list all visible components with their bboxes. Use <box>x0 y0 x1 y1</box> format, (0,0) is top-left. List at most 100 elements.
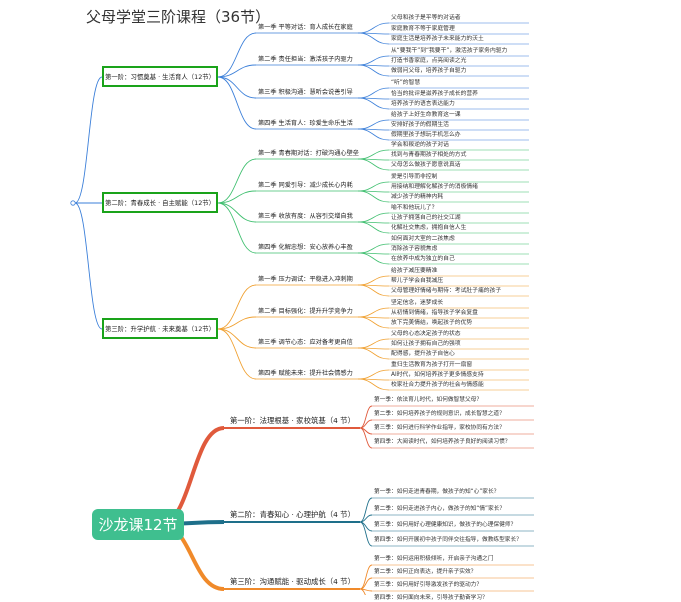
season-node: 第三季 积极沟通：慧听会说善引导 <box>258 89 353 96</box>
lesson-item: 让孩子拥落自己的社交江湖 <box>391 214 461 221</box>
lesson-item: 假期里孩子想玩手机怎么办 <box>391 131 461 138</box>
stage-to-season-connector <box>217 158 257 204</box>
root-to-stage-connector <box>74 76 103 204</box>
lesson-item: 用接纳和理解化解孩子的消极情绪 <box>391 183 478 190</box>
lesson-item: 放下完美情结，唤起孩子的优势 <box>391 319 473 326</box>
lesson-item: 给孩子上好生命教育这一课 <box>391 111 461 118</box>
salon-lesson-item: 第一季：如何运用积极倾听，开启亲子沟通之门 <box>374 556 494 562</box>
season-node: 第四季 赋能未来：提升社会情感力 <box>258 370 353 377</box>
lesson-item: 减少孩子的精神内耗 <box>391 193 444 200</box>
lesson-item: “听”的智慧 <box>391 79 421 86</box>
salon-stage-to-item-connector <box>359 564 373 590</box>
season-to-item-connector <box>357 87 390 99</box>
season-to-item-connector <box>357 243 390 254</box>
salon-lesson-item: 第四季：如何开展初中孩子同伴交往指导，做教练型家长？ <box>374 537 522 543</box>
lesson-item: 打造书香家庭，点亮阅读之光 <box>391 57 467 64</box>
season-to-item-connector <box>357 181 390 192</box>
lesson-item: AI时代，如何培养孩子更多情感支持 <box>391 371 484 378</box>
stage-to-season-connector <box>217 284 257 330</box>
lesson-item: 培养孩子的语言表达能力 <box>391 100 455 107</box>
lesson-item: 化解社交焦虑，拥抱自信人生 <box>391 224 467 231</box>
season-node: 第二季 同爱引导：减少成长心内耗 <box>258 182 353 189</box>
lesson-item: 坚定信念，迷梦成长 <box>391 299 444 306</box>
salon-lesson-item: 第一季：如何走进青春期，做孩子的知“心”家长？ <box>374 489 500 495</box>
salon-stage-node: 第三阶：沟通赋能 · 驱动成长（4 节） <box>230 577 355 586</box>
lesson-item: 家庭生活是培养孩子未来能力的沃土 <box>391 35 484 42</box>
lesson-item: 校家社合力提升孩子的社会与情感能 <box>391 381 484 388</box>
stage-to-season-connector <box>217 76 257 130</box>
salon-lesson-item: 第三季：如何进行科学作业指导，家校协同有方法？ <box>374 425 505 431</box>
salon-stage-to-item-connector <box>359 588 366 595</box>
lesson-item: 重归生活教育为孩子打开一扇窗 <box>391 361 473 368</box>
lesson-item: 喻不和他玩儿了？ <box>391 204 438 211</box>
lesson-item: 从初情到情绪，指导孩子学会复盘 <box>391 309 478 316</box>
salon-lesson-item: 第三季：如何用好心理健康知识，做孩子的心理保健师？ <box>374 522 517 528</box>
stage-to-season-connector <box>217 64 257 78</box>
season-to-item-connector <box>357 307 390 318</box>
lesson-item: 恰当的批评是滋养孩子成长的营养 <box>391 90 478 97</box>
salon-lesson-item: 第一季：依法育儿时代，如何做智慧父母？ <box>374 397 483 403</box>
season-node: 第三季 调节心态：应对备考更自信 <box>258 339 353 346</box>
season-to-item-connector <box>357 212 390 223</box>
page-title: 父母学堂三阶课程（36节） <box>86 8 271 26</box>
lesson-item: 父母和孩子是平等的对话者 <box>391 14 461 21</box>
season-to-item-connector <box>357 64 390 77</box>
season-to-item-connector <box>357 97 390 110</box>
lesson-item: 家庭教育不等于家庭管理 <box>391 25 455 32</box>
salon-stage-to-item-connector <box>359 427 373 449</box>
lesson-item: 做弱问父母，培养孩子自驱力 <box>391 67 467 74</box>
season-to-item-connector <box>357 369 390 380</box>
season-to-item-connector <box>357 149 390 160</box>
season-to-item-connector <box>357 378 390 391</box>
stage-node: 第三阶：升学护航 · 未来奠基（12节） <box>102 318 218 339</box>
season-node: 第四季 化解忠想：安心放养心丰盈 <box>258 244 353 251</box>
stage-to-season-connector <box>217 202 257 254</box>
lesson-item: 爱是引导而非控制 <box>391 173 438 180</box>
stage-to-season-connector <box>217 316 257 330</box>
season-node: 第四季 生活育人：珍爱生命乐生活 <box>258 120 353 127</box>
season-to-item-connector <box>357 119 390 130</box>
salon-stage-node: 第一阶：法理根基 · 家校筑基（4 节） <box>230 416 355 425</box>
season-node: 第三季 收放有度：从容引交增自我 <box>258 213 353 220</box>
lesson-item: 从“要我干”到“我要干”，激活孩子家务内驱力 <box>391 47 508 54</box>
stage-to-season-connector <box>217 328 257 349</box>
lesson-item: 如何面对大室的二孩焦虑 <box>391 235 455 242</box>
stage-to-season-connector <box>217 32 257 78</box>
lesson-item: 如何让孩子拥有自己的强项 <box>391 340 461 347</box>
salon-lesson-item: 第三季：如何用好引导激发孩子的驱动力？ <box>374 582 483 588</box>
lesson-item: 父母管理好情绪与期待：考试肚子痛的孩子 <box>391 287 502 294</box>
stage-to-season-connector <box>217 202 257 223</box>
season-to-item-connector <box>357 338 390 349</box>
lesson-item: 学会和叛逆的孩子对话 <box>391 141 449 148</box>
root-to-stage-connector <box>74 202 103 330</box>
stage-node: 第二阶：青春成长 · 自主赋能（12节） <box>102 192 218 213</box>
lesson-item: 帮儿子学会自我减压 <box>391 277 444 284</box>
salon-lesson-item: 第二季：如何正向表达，提升亲子实效？ <box>374 569 477 575</box>
season-to-item-connector <box>357 190 390 203</box>
salon-root-node: 沙龙课12节 <box>92 509 184 540</box>
lesson-item: 给孩子减压要精准 <box>391 267 438 274</box>
season-to-item-connector <box>357 284 390 297</box>
lesson-item: 消除孩子容貌焦虑 <box>391 245 438 252</box>
stage-to-season-connector <box>217 190 257 204</box>
season-node: 第二季 责任担当：激活孩子内驱力 <box>258 56 353 63</box>
salon-lesson-item: 第二季：如何走进孩子内心，做孩子的知“情”家长？ <box>374 506 506 512</box>
salon-lesson-item: 第四季：如何面向未来，引导孩子勤奋学习？ <box>374 595 488 601</box>
season-node: 第一季 青春期对话：打破沟通心壁垒 <box>258 150 359 157</box>
stage-node: 第一阶：习惯奠基 · 生活育人（12节） <box>102 66 218 87</box>
salon-stage-to-item-connector <box>359 497 373 523</box>
season-to-item-connector <box>357 158 390 171</box>
season-to-item-connector <box>357 316 390 329</box>
season-to-item-connector <box>357 221 390 234</box>
season-to-item-connector <box>357 128 390 141</box>
season-to-item-connector <box>357 347 390 360</box>
season-node: 第二季 目标强化：提升升学竞争力 <box>258 308 353 315</box>
season-node: 第一季 压力调试：平稳进入冲刺期 <box>258 276 353 283</box>
lesson-item: 配得感，提升孩子自信心 <box>391 350 455 357</box>
lesson-item: 在放养中成为独立的自己 <box>391 255 455 262</box>
season-node: 第一季 平等对话：育人成长在家庭 <box>258 24 353 31</box>
stage-to-season-connector <box>217 76 257 99</box>
lesson-item: 安排好孩子的假期生活 <box>391 121 449 128</box>
root-node <box>70 200 76 206</box>
